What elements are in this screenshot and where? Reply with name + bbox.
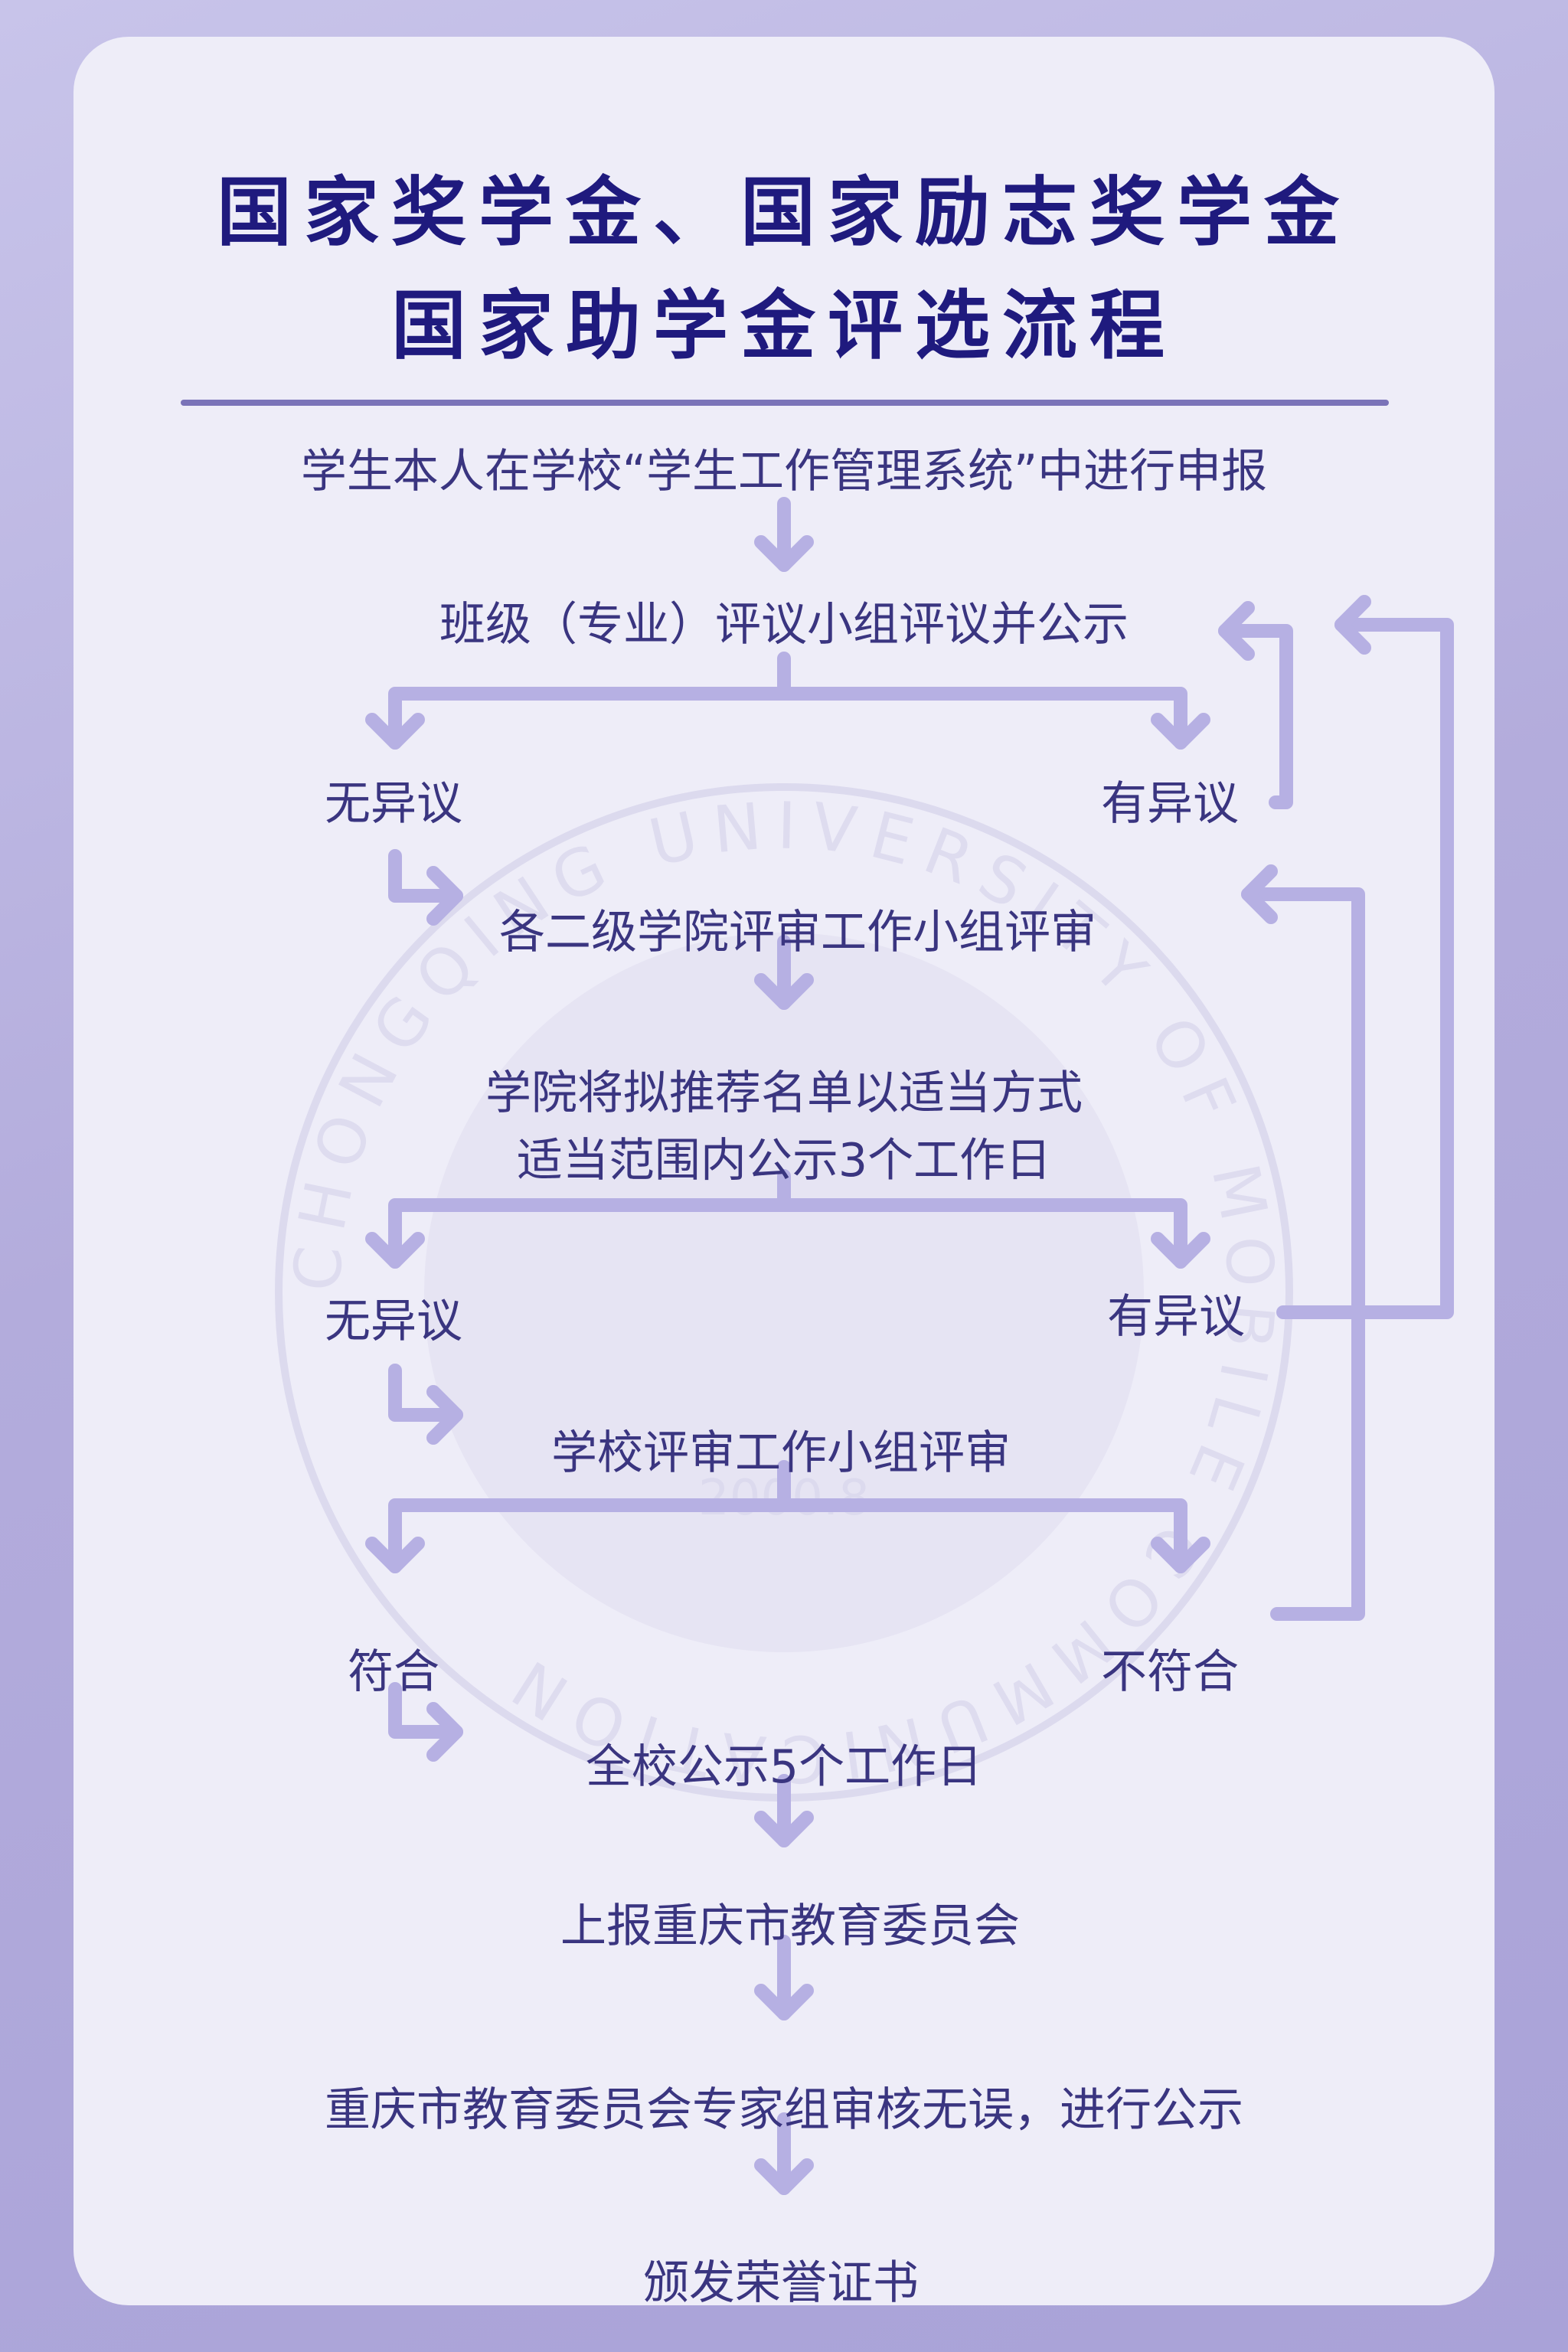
arrow-expert-to-certificate-head bbox=[754, 2158, 814, 2195]
arrow-qualified-to-publicity bbox=[388, 1682, 463, 1739]
flowchart-card: CHONGQING UNIVERSITY OF MOBILE COMMUNICA… bbox=[74, 37, 1494, 2305]
branch-not-qualified: 不符合 bbox=[1101, 1645, 1239, 1699]
arrow-apply-to-class-head bbox=[754, 535, 814, 572]
branch-split-2 bbox=[388, 1169, 1187, 1269]
arrow-qualified-to-publicity-head bbox=[426, 1702, 463, 1762]
branch-split-3 bbox=[388, 1460, 1187, 1573]
loop-objection-2-to-class-head bbox=[1334, 595, 1371, 655]
branch-no-objection-1: 无异议 bbox=[325, 777, 462, 831]
step-college-review: 各二级学院评审工作小组评审 bbox=[499, 906, 1096, 959]
arrow-no-objection-2-to-school-head bbox=[426, 1385, 463, 1445]
arrow-report-to-expert-head bbox=[754, 1984, 814, 2020]
branch-no-objection-2: 无异议 bbox=[325, 1295, 462, 1348]
arrow-no-objection-2-to-school bbox=[388, 1364, 463, 1422]
step-school-review: 学校评审工作小组评审 bbox=[551, 1426, 1011, 1480]
branch-split-1 bbox=[388, 652, 1187, 750]
branch-split-1-right-head bbox=[1151, 713, 1210, 750]
page-title-line-1: 国家奖学金、国家励志奖学金 bbox=[216, 169, 1351, 256]
step-apply: 学生本人在学校“学生工作管理系统”中进行申报 bbox=[300, 445, 1268, 498]
arrow-no-objection-1-to-college bbox=[388, 849, 463, 903]
branch-objection-2: 有异议 bbox=[1107, 1290, 1245, 1344]
title-divider bbox=[181, 400, 1389, 406]
loop-not-qualified-to-college-head bbox=[1241, 864, 1278, 924]
step-class-review: 班级（专业）评议小组评议并公示 bbox=[439, 598, 1129, 652]
step-college-publicity-line-1: 学院将拟推荐名单以适当方式 bbox=[485, 1067, 1083, 1120]
arrow-college-to-publicity-head bbox=[754, 973, 814, 1010]
flow-connectors bbox=[365, 497, 1454, 2195]
step-college-publicity-line-2: 适当范围内公示3个工作日 bbox=[516, 1134, 1052, 1187]
step-expert-review: 重庆市教育委员会专家组审核无误，进行公示 bbox=[325, 2083, 1243, 2137]
branch-objection-1: 有异议 bbox=[1101, 777, 1239, 831]
branch-split-2-right-head bbox=[1151, 1232, 1210, 1269]
branch-split-3-left-head bbox=[365, 1537, 425, 1573]
step-school-publicity: 全校公示5个工作日 bbox=[585, 1740, 983, 1794]
branch-qualified: 符合 bbox=[348, 1645, 439, 1699]
branch-split-3-right-head bbox=[1151, 1537, 1210, 1573]
arrow-no-objection-1-to-college-head bbox=[426, 866, 463, 926]
step-report: 上报重庆市教育委员会 bbox=[560, 1900, 1020, 1953]
step-certificate: 颁发荣誉证书 bbox=[643, 2256, 919, 2305]
loop-objection-1-to-class-head bbox=[1218, 601, 1255, 661]
loop-not-qualified-to-college bbox=[1241, 887, 1365, 1621]
branch-split-2-left-head bbox=[365, 1232, 425, 1269]
branch-split-1-left-head bbox=[365, 713, 425, 750]
loop-objection-1-to-class bbox=[1218, 624, 1293, 809]
arrow-publicity-to-report-head bbox=[754, 1811, 814, 1847]
page-title-line-2: 国家助学金评选流程 bbox=[390, 283, 1177, 370]
